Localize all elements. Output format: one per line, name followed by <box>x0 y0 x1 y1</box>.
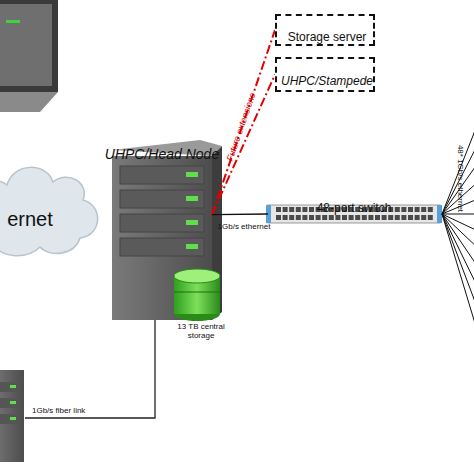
switch-port <box>408 215 413 220</box>
ethernet-cable <box>442 214 474 215</box>
switch-port <box>302 207 307 212</box>
switch-port <box>335 215 340 220</box>
drive-bay <box>120 166 204 184</box>
free-label: 48* 1Gb/s ethernet <box>456 129 465 229</box>
edge-label: Future extensions <box>222 83 261 171</box>
switch-port <box>276 215 281 220</box>
connector <box>212 213 268 215</box>
switch-port <box>362 215 367 220</box>
switch-port <box>342 215 347 220</box>
edge-label: 1Gb/s ethernet <box>214 222 274 231</box>
switch-port <box>408 207 413 212</box>
drive-bay <box>0 382 18 392</box>
led <box>186 172 198 177</box>
switch-port <box>368 215 373 220</box>
free-label: 1Gb/s fiber link <box>32 406 112 415</box>
switch-ear <box>437 205 442 223</box>
switch-port <box>382 215 387 220</box>
switch-port <box>322 215 327 220</box>
laptop-screen <box>0 4 52 86</box>
node-label: ernet <box>0 208 125 231</box>
drive-bay <box>120 238 204 256</box>
node-label: Storage server <box>257 30 397 44</box>
ethernet-cable <box>442 214 474 340</box>
node-heading: UHPC/Head Node <box>92 146 232 162</box>
switch-port <box>296 215 301 220</box>
disk-ring <box>174 292 220 293</box>
node-heading: 48-port switch <box>248 201 460 215</box>
laptop-base <box>0 92 58 112</box>
led <box>10 385 16 388</box>
ethernet-cable <box>442 214 474 250</box>
switch-port <box>401 215 406 220</box>
switch-port <box>421 215 426 220</box>
switch-port <box>395 215 400 220</box>
storage-disk-top <box>174 269 220 283</box>
switch-port <box>309 215 314 220</box>
switch-port <box>428 207 433 212</box>
switch-port <box>329 215 334 220</box>
connector <box>212 30 275 215</box>
drive-bay <box>120 214 204 232</box>
future-box: Storage server <box>275 14 375 46</box>
switch-port <box>401 207 406 212</box>
switch-port <box>289 215 294 220</box>
switch-port <box>283 215 288 220</box>
node-label: UHPC/Stampede <box>257 74 397 88</box>
drive-bay <box>0 414 18 424</box>
led <box>10 417 16 420</box>
drive-bay <box>120 190 204 208</box>
head-node: UHPC/Head Node <box>112 150 212 320</box>
ethernet-cable <box>442 214 474 270</box>
connector <box>212 75 275 215</box>
switch-port <box>388 215 393 220</box>
led <box>186 196 198 201</box>
cloud-shape <box>0 150 105 265</box>
internet-cloud: ernet <box>0 150 105 265</box>
drive-bay <box>0 398 18 408</box>
switch-port <box>421 207 426 212</box>
laptop-screen-glow <box>6 20 20 23</box>
fan-out-cables <box>442 118 474 340</box>
switch-port <box>415 207 420 212</box>
switch-port <box>349 215 354 220</box>
laptop-screen-frame <box>0 0 58 92</box>
switch-port <box>309 207 314 212</box>
switch-port <box>296 207 301 212</box>
free-label: 13 TB central storage <box>170 322 232 340</box>
led <box>186 244 198 249</box>
switch-port <box>302 215 307 220</box>
switch-port <box>276 207 281 212</box>
remote-server <box>0 370 24 462</box>
fiber-wire <box>25 320 155 418</box>
led <box>186 220 198 225</box>
future-box: UHPC/Stampede <box>275 57 375 92</box>
switch-port <box>415 215 420 220</box>
switch-port <box>316 215 321 220</box>
switch-port <box>428 215 433 220</box>
switch-port <box>283 207 288 212</box>
switch-node: 48-port switch <box>268 205 440 223</box>
led <box>10 401 16 404</box>
switch-port <box>289 207 294 212</box>
switch-port <box>375 215 380 220</box>
switch-port <box>395 207 400 212</box>
switch-port <box>355 215 360 220</box>
